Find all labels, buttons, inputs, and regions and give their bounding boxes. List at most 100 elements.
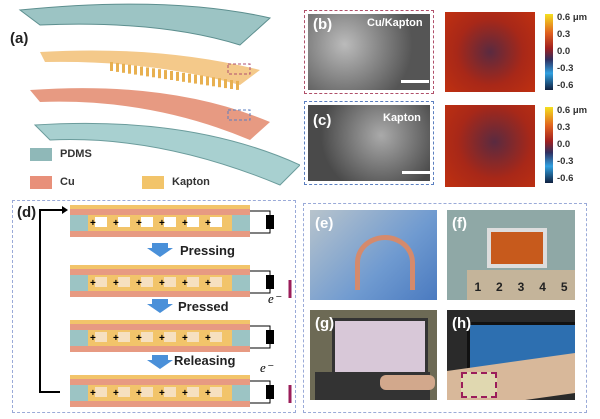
sem-panel-b: (b) Cu/Kapton (304, 10, 434, 94)
charge-sign: + (136, 278, 142, 289)
gap (164, 217, 176, 227)
photo-flexible-device: (e) (310, 210, 437, 300)
colorbar-tick: 0.0 (557, 139, 571, 150)
cycle-arrow (39, 209, 62, 393)
highlight-box-blue (227, 109, 251, 121)
cu-electrode (70, 379, 250, 385)
cu-electrode (70, 231, 250, 237)
pdms-spacer (70, 385, 88, 401)
kapton-nanostructure (188, 73, 191, 83)
colorbar-tick: -0.6 (557, 80, 574, 91)
kapton-nanostructure (146, 67, 149, 77)
gap (210, 332, 222, 342)
legend-label-cu: Cu (60, 176, 75, 188)
gap (118, 387, 130, 397)
photo-phone-pulse: (h) (447, 310, 575, 400)
kapton-nanostructure (206, 76, 209, 86)
gap (187, 387, 199, 397)
gap (118, 217, 130, 227)
cu-electrode (70, 269, 250, 275)
pdms-spacer (232, 385, 250, 401)
step-label-pressing: Pressing (180, 243, 235, 258)
cu-electrode (70, 209, 250, 215)
gap (187, 217, 199, 227)
gap (95, 277, 107, 287)
kapton-nanostructure (194, 74, 197, 84)
scale-bar (401, 79, 429, 83)
laptop-screen-ecg (332, 318, 428, 376)
gap (164, 277, 176, 287)
colorbar-tick: 0.6 μm (557, 105, 588, 116)
charge-sign: + (90, 333, 96, 344)
colorbar (545, 107, 553, 183)
kapton-nanostructure (200, 75, 203, 85)
gap (210, 277, 222, 287)
step-label-pressed: Pressed (178, 299, 229, 314)
kapton-nanostructure (212, 77, 215, 87)
cu-electrode (70, 401, 250, 407)
gap (118, 332, 130, 342)
kapton-nanostructure (122, 63, 125, 73)
sem-title-b: Cu/Kapton (367, 17, 423, 29)
load-resistor (266, 330, 274, 344)
bent-device (355, 235, 415, 290)
charge-sign: + (205, 333, 211, 344)
charge-sign: + (182, 278, 188, 289)
legend-swatch-kapton (142, 176, 164, 189)
charge-sign: + (182, 388, 188, 399)
panel-label-a: (a) (10, 30, 29, 47)
charge-sign: + (205, 388, 211, 399)
ruler-tick-label: 4 (539, 280, 546, 294)
surface-map-b (445, 12, 535, 92)
pdms-spacer (70, 330, 88, 346)
kapton-nanostructure (110, 62, 113, 71)
charge-sign: + (90, 218, 96, 229)
charge-sign: + (182, 218, 188, 229)
kapton-nanostructure (224, 79, 227, 89)
charge-sign: + (113, 218, 119, 229)
bottom-cu-layer (30, 88, 270, 140)
charge-sign: + (136, 218, 142, 229)
gap (118, 277, 130, 287)
gap (187, 277, 199, 287)
sem-image-kapton (308, 105, 430, 181)
colorbar-tick: 0.0 (557, 46, 571, 57)
process-arrow (147, 299, 173, 313)
gap (141, 387, 153, 397)
highlight-box-red (227, 63, 251, 75)
wrist-sensor (461, 372, 497, 398)
legend-swatch-pdms (30, 148, 52, 161)
gap (141, 332, 153, 342)
gap (187, 332, 199, 342)
pdms-spacer (232, 275, 250, 291)
colorbar-tick: 0.3 (557, 122, 571, 133)
charge-sign: + (90, 278, 96, 289)
pdms-spacer (232, 330, 250, 346)
kapton-nanostructure (170, 71, 173, 80)
colorbar-tick: 0.3 (557, 29, 571, 40)
ruler-tick-label: 5 (560, 280, 568, 294)
charge-sign: + (159, 218, 165, 229)
scale-bar (402, 170, 430, 174)
charge-sign: + (113, 278, 119, 289)
gap (210, 387, 222, 397)
kapton-nanostructure (176, 71, 179, 81)
gap (164, 332, 176, 342)
pdms-spacer (70, 275, 88, 291)
colorbar-tick: -0.3 (557, 63, 574, 74)
sem-title-c: Kapton (383, 112, 421, 124)
charge-sign: + (113, 388, 119, 399)
top-pdms-layer (18, 3, 272, 46)
charge-sign: + (113, 333, 119, 344)
panel-label-f: (f) (452, 215, 467, 232)
sem-image-cu-kapton (308, 14, 430, 90)
cycle-arrowhead (62, 206, 68, 214)
load-resistor (266, 385, 274, 399)
kapton-nanostructure (158, 69, 161, 79)
gap (210, 217, 222, 227)
kapton-nanostructure (182, 72, 185, 82)
kapton-nanostructure (140, 66, 143, 76)
colorbar-tick: -0.3 (557, 156, 574, 167)
